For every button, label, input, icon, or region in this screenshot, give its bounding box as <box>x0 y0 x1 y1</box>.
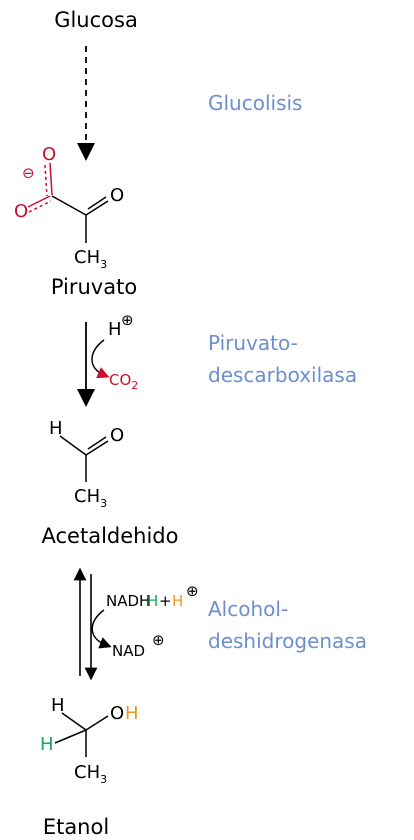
enzyme-label-alcohol-dehydrogenase-1: Alcohol- <box>208 597 288 621</box>
co2-release-curve <box>91 339 110 379</box>
proton-h: H <box>108 319 122 340</box>
enzyme-label-alcohol-dehydrogenase-2: deshidrogenasa <box>208 629 367 653</box>
pyruvate-methyl: CH3 <box>74 247 107 271</box>
plus-sign: + <box>159 592 172 610</box>
enzyme-label-pyruvate-decarboxylase-2: descarboxilasa <box>208 363 357 387</box>
pyruvate-carboxyl-oxygen-bottom: O <box>14 201 28 222</box>
ethanol-structure: H H O H CH3 <box>40 695 139 786</box>
acetaldehyde-hydrogen: H <box>49 418 63 439</box>
compound-name-pyruvate: Piruvato <box>51 275 137 299</box>
proton-orange-h: H <box>172 592 183 610</box>
enzyme-label-pyruvate-decarboxylase-1: Piruvato- <box>208 331 298 355</box>
proton-positive-charge-2: ⊕ <box>186 582 199 600</box>
acetaldehyde-structure: H O CH3 <box>49 418 124 510</box>
ethanol-hydrogen-green: H <box>40 734 54 755</box>
enzyme-label-glycolysis: Glucolisis <box>208 91 302 115</box>
compound-name-acetaldehyde: Acetaldehido <box>42 524 179 548</box>
compound-name-glucose: Glucosa <box>54 8 138 32</box>
co2-product: CO2 <box>109 371 138 392</box>
ethanol-hydrogen-top: H <box>51 695 65 716</box>
ethanol-methyl: CH3 <box>74 762 107 786</box>
compound-name-ethanol: Etanol <box>43 815 109 839</box>
pyruvate-negative-charge: ⊖ <box>22 164 35 182</box>
nadh-cofactor: NADH <box>106 592 150 610</box>
acetaldehyde-methyl: CH3 <box>74 486 107 510</box>
pyruvate-keto-oxygen: O <box>110 185 124 206</box>
proton-positive-charge: ⊕ <box>121 311 134 329</box>
nad-positive-charge: ⊕ <box>152 631 165 649</box>
acetaldehyde-oxygen: O <box>110 425 124 446</box>
ethanol-hydroxyl-oxygen: O <box>110 703 124 724</box>
pyruvate-carboxyl-oxygen-top: O <box>42 144 56 165</box>
nadh-hydride-hydrogen: H <box>147 592 158 610</box>
nad-oxidation-curve <box>91 609 112 649</box>
pyruvate-structure: ⊖ O O O CH3 <box>14 144 124 271</box>
ethanol-hydroxyl-hydrogen: H <box>125 703 139 724</box>
nad-plus-product: NAD <box>112 642 145 660</box>
